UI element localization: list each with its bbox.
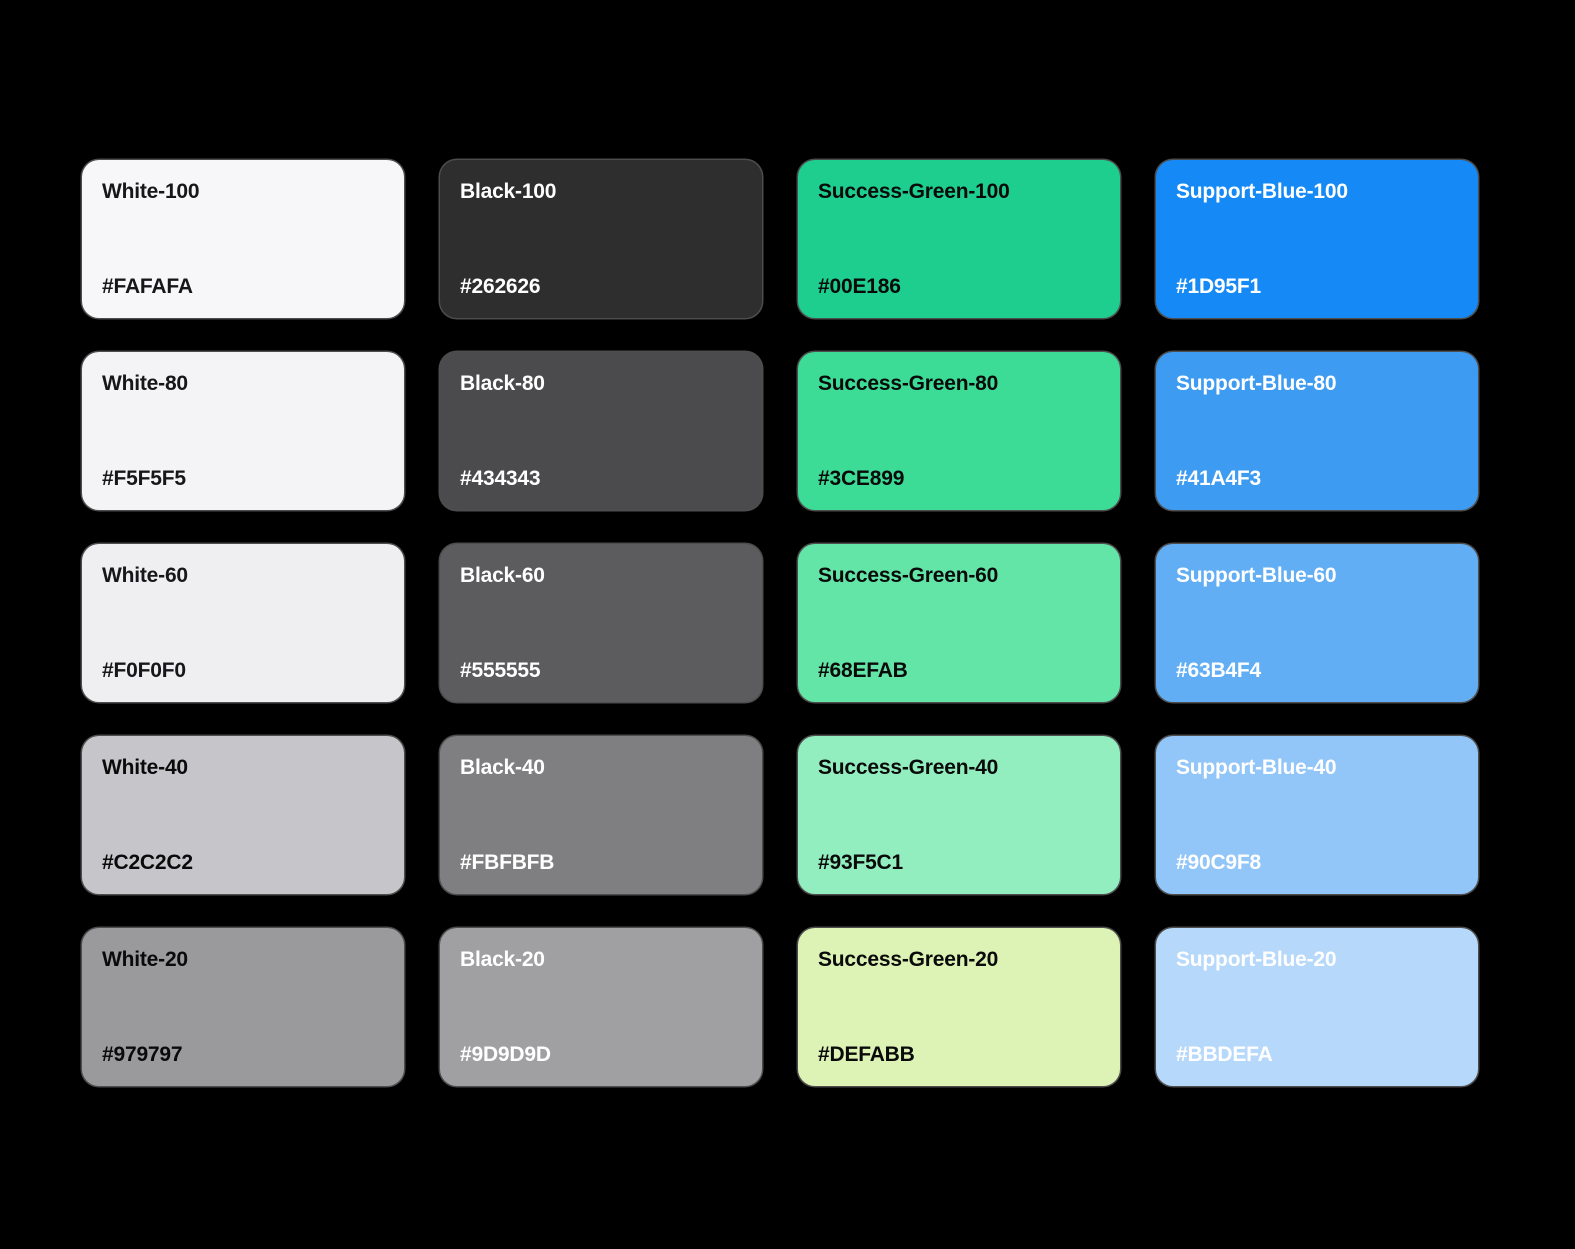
- swatch-hex-value: #63B4F4: [1176, 658, 1261, 682]
- swatch-card-success-green-60[interactable]: Success-Green-60 #68EFAB: [798, 544, 1120, 702]
- swatch-name-label: Black-60: [460, 564, 545, 587]
- swatch-card-support-blue-100[interactable]: Support-Blue-100 #1D95F1: [1156, 160, 1478, 318]
- swatch-card-black-20[interactable]: Black-20 #9D9D9D: [440, 928, 762, 1086]
- swatch-name-label: Support-Blue-80: [1176, 372, 1337, 395]
- swatch-name-label: White-100: [102, 180, 200, 203]
- swatch-card-support-blue-40[interactable]: Support-Blue-40 #90C9F8: [1156, 736, 1478, 894]
- swatch-name-label: Success-Green-60: [818, 564, 999, 587]
- swatch-hex-value: #555555: [460, 658, 541, 682]
- swatch-name-label: Success-Green-20: [818, 948, 999, 971]
- swatch-hex-value: #1D95F1: [1176, 274, 1261, 298]
- swatch-name-label: Black-40: [460, 756, 545, 779]
- swatch-hex-value: #90C9F8: [1176, 850, 1261, 874]
- swatch-card-success-green-100[interactable]: Success-Green-100 #00E186: [798, 160, 1120, 318]
- swatch-name-label: Black-100: [460, 180, 557, 203]
- swatch-card-support-blue-60[interactable]: Support-Blue-60 #63B4F4: [1156, 544, 1478, 702]
- swatch-name-label: Support-Blue-40: [1176, 756, 1337, 779]
- swatch-hex-value: #3CE899: [818, 466, 905, 490]
- swatch-name-label: White-40: [102, 756, 188, 779]
- swatch-name-label: Success-Green-40: [818, 756, 999, 779]
- swatch-name-label: White-60: [102, 564, 188, 587]
- swatch-card-white-100[interactable]: White-100 #FAFAFA: [82, 160, 404, 318]
- swatch-hex-value: #9D9D9D: [460, 1042, 551, 1066]
- swatch-name-label: Support-Blue-60: [1176, 564, 1337, 587]
- swatch-card-black-100[interactable]: Black-100 #262626: [440, 160, 762, 318]
- swatch-name-label: Black-20: [460, 948, 545, 971]
- swatch-name-label: White-20: [102, 948, 188, 971]
- swatch-hex-value: #FAFAFA: [102, 274, 193, 298]
- swatch-hex-value: #262626: [460, 274, 541, 298]
- swatch-hex-value: #F5F5F5: [102, 466, 186, 490]
- swatch-hex-value: #BBDEFA: [1176, 1042, 1273, 1066]
- swatch-hex-value: #68EFAB: [818, 658, 908, 682]
- swatch-hex-value: #DEFABB: [818, 1042, 915, 1066]
- swatch-card-black-60[interactable]: Black-60 #555555: [440, 544, 762, 702]
- swatch-hex-value: #93F5C1: [818, 850, 903, 874]
- swatch-hex-value: #41A4F3: [1176, 466, 1261, 490]
- swatch-card-white-80[interactable]: White-80 #F5F5F5: [82, 352, 404, 510]
- swatch-card-white-20[interactable]: White-20 #979797: [82, 928, 404, 1086]
- swatch-card-support-blue-20[interactable]: Support-Blue-20 #BBDEFA: [1156, 928, 1478, 1086]
- swatch-hex-value: #F0F0F0: [102, 658, 186, 682]
- swatch-card-black-40[interactable]: Black-40 #FBFBFB: [440, 736, 762, 894]
- swatch-hex-value: #979797: [102, 1042, 183, 1066]
- swatch-name-label: Support-Blue-20: [1176, 948, 1337, 971]
- swatch-card-white-40[interactable]: White-40 #C2C2C2: [82, 736, 404, 894]
- swatch-hex-value: #FBFBFB: [460, 850, 555, 874]
- swatch-card-success-green-80[interactable]: Success-Green-80 #3CE899: [798, 352, 1120, 510]
- swatch-name-label: Success-Green-80: [818, 372, 999, 395]
- swatch-name-label: White-80: [102, 372, 188, 395]
- swatch-hex-value: #00E186: [818, 274, 901, 298]
- swatch-card-success-green-20[interactable]: Success-Green-20 #DEFABB: [798, 928, 1120, 1086]
- swatch-name-label: Success-Green-100: [818, 180, 1010, 203]
- swatch-name-label: Black-80: [460, 372, 545, 395]
- swatch-card-success-green-40[interactable]: Success-Green-40 #93F5C1: [798, 736, 1120, 894]
- swatch-card-white-60[interactable]: White-60 #F0F0F0: [82, 544, 404, 702]
- swatch-name-label: Support-Blue-100: [1176, 180, 1348, 203]
- swatch-card-support-blue-80[interactable]: Support-Blue-80 #41A4F3: [1156, 352, 1478, 510]
- swatch-hex-value: #C2C2C2: [102, 850, 193, 874]
- swatch-hex-value: #434343: [460, 466, 541, 490]
- swatch-card-black-80[interactable]: Black-80 #434343: [440, 352, 762, 510]
